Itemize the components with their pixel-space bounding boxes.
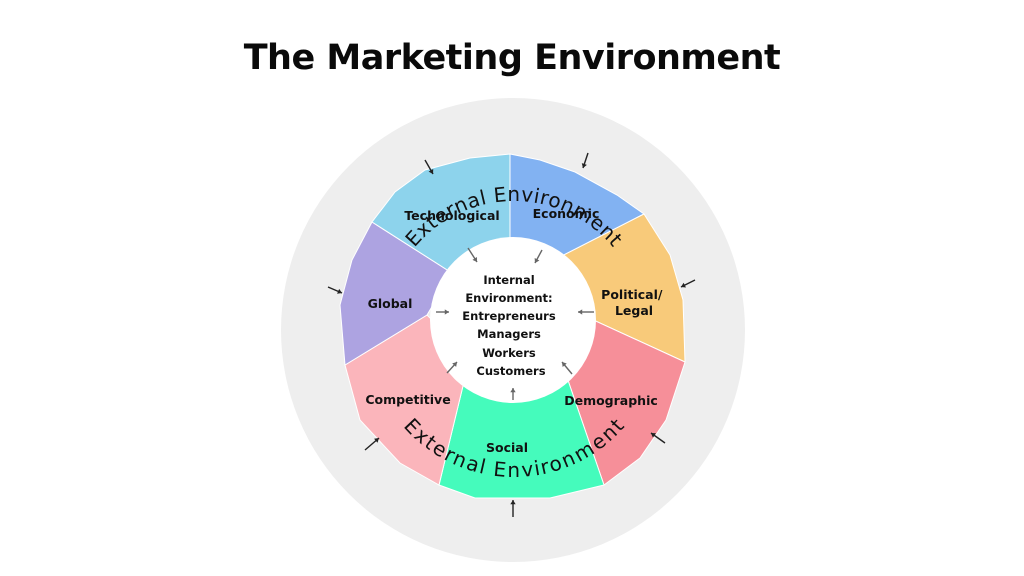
inner-arrow bbox=[561, 361, 573, 375]
inner-line-4: Managers bbox=[477, 327, 541, 341]
segment-label-economic: Economic bbox=[533, 206, 600, 221]
segment-label-competitive: Competitive bbox=[365, 392, 450, 407]
inner-line-6: Customers bbox=[476, 364, 545, 378]
outer-arrows-group bbox=[327, 152, 696, 517]
segment-label-social: Social bbox=[486, 440, 528, 455]
inner-line-2: Environment: bbox=[465, 291, 552, 305]
outer-arrow bbox=[510, 500, 516, 517]
inner-arrow bbox=[436, 309, 449, 315]
outer-arrow bbox=[424, 159, 434, 175]
segment-label-legal: Legal bbox=[615, 303, 653, 318]
outer-arrow bbox=[581, 152, 589, 169]
inner-line-5: Workers bbox=[482, 346, 536, 360]
segment-label-political-legal: Political/ Legal bbox=[601, 287, 667, 318]
outer-arrow bbox=[327, 286, 343, 294]
segment-label-technological: Technological bbox=[404, 208, 499, 223]
segment-label-political: Political/ bbox=[601, 287, 663, 302]
inner-arrows-group bbox=[436, 247, 594, 400]
inner-line-1: Internal bbox=[483, 273, 534, 287]
page-title: The Marketing Environment bbox=[243, 38, 781, 78]
inner-arrow bbox=[510, 388, 516, 400]
outer-arrow bbox=[650, 432, 666, 444]
inner-line-3: Entrepreneurs bbox=[462, 309, 556, 323]
inner-arrow bbox=[467, 247, 478, 263]
segments-group bbox=[339, 153, 686, 499]
inner-arrow bbox=[578, 309, 594, 315]
segment-label-global: Global bbox=[368, 296, 413, 311]
segment-label-demographic: Demographic bbox=[564, 393, 658, 408]
inner-arrow bbox=[446, 361, 458, 374]
inner-circle bbox=[430, 237, 596, 403]
outer-arrow bbox=[364, 437, 380, 451]
outer-arrow bbox=[680, 279, 696, 288]
inner-arrow bbox=[534, 249, 543, 264]
inner-environment-text: Internal Environment: Entrepreneurs Mana… bbox=[462, 273, 559, 378]
